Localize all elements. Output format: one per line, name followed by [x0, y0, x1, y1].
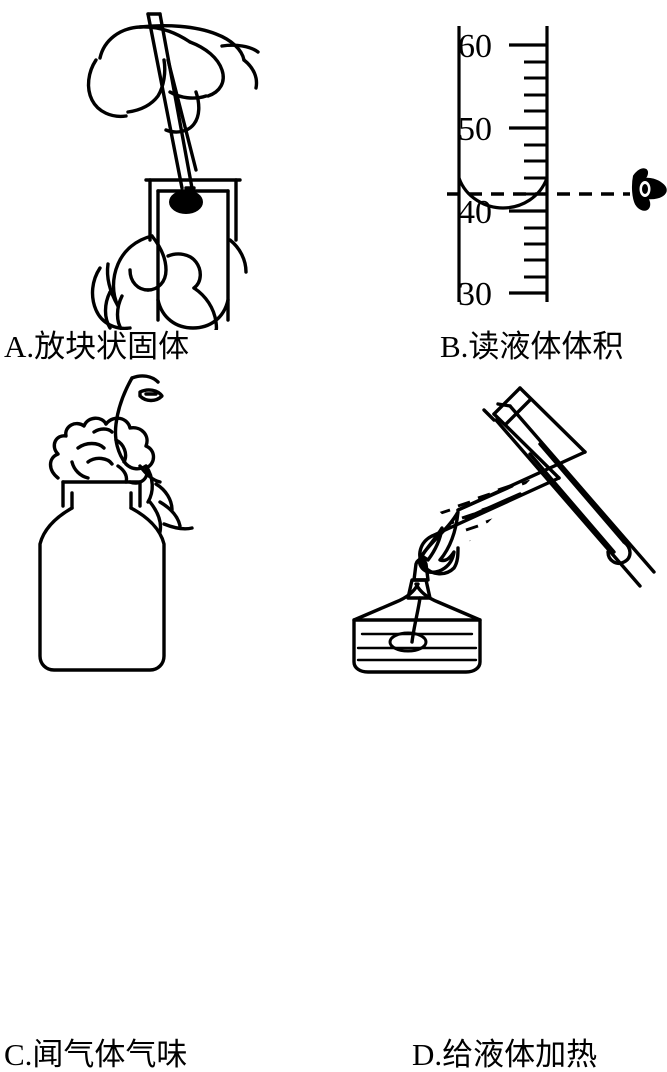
lower-hand-finger-1-inner: [128, 268, 150, 292]
clamp-notch-1: [496, 402, 512, 408]
gas-inner-2: [86, 456, 114, 466]
lower-hand-crease-2: [115, 294, 124, 330]
panel-a-illustration: [86, 12, 260, 330]
hand-palm-edge: [162, 522, 194, 531]
gas-inner-1: [76, 441, 106, 450]
lower-hand-thumb: [111, 234, 154, 308]
scale-label-40: 40: [458, 194, 492, 231]
clamp-arm-inner-top: [538, 442, 626, 544]
flame-outer: [417, 510, 460, 574]
eye-icon: [631, 168, 667, 211]
eye-outline: [138, 388, 164, 403]
finger-edge-right: [242, 58, 259, 90]
cylinder-minor-ticks: [524, 60, 547, 279]
hand-thumb-base: [86, 58, 128, 119]
lower-hand-palm-left: [90, 266, 132, 330]
clamp-notch-2: [482, 408, 496, 422]
scale-label-50: 50: [458, 111, 492, 148]
tube-body-lower-edge: [430, 476, 561, 538]
tube-mouth-edge: [492, 386, 522, 416]
bottle-body-outline: [38, 506, 166, 672]
lower-hand-finger-2: [166, 252, 202, 290]
face-forehead-nose-bridge: [113, 376, 134, 466]
lamp-body-outline: [352, 582, 482, 674]
hand-finger-4: [148, 500, 163, 534]
finger-knuckle-2: [168, 90, 208, 100]
clamp-arm-outer-bottom: [494, 418, 642, 588]
panel-d-illustration: [352, 386, 656, 674]
tube-bottom-round: [418, 534, 460, 576]
panel-d-label: D.给液体加热: [412, 1037, 598, 1072]
hand-finger-3: [158, 500, 182, 528]
hand-finger-1: [144, 464, 154, 504]
tube-wall-upper: [518, 386, 587, 454]
lamp-wick: [410, 596, 422, 644]
index-finger-outline: [126, 58, 167, 114]
gas-inner-3: [70, 460, 90, 480]
scale-label-60: 60: [458, 28, 492, 65]
panel-c-smell-gas-odor: C.闻气体气味: [0, 366, 333, 1072]
panel-b-read-liquid-volume: 60 50 40 30 B.读液体体积: [334, 0, 667, 366]
panel-c-label: C.闻气体气味: [4, 1037, 188, 1072]
tweezers-arm-inner: [166, 58, 198, 172]
hand-finger-2: [154, 482, 174, 512]
lower-hand-finger-3: [192, 286, 219, 330]
cylinder-major-ticks: [509, 43, 547, 295]
tweezers-arm-right: [158, 12, 194, 190]
panel-a-place-block-solid: A.放块状固体: [0, 0, 333, 366]
panel-b-illustration: 60 50 40 30: [447, 26, 667, 313]
clamp-arm-outer-top: [508, 404, 656, 574]
gas-wisp-left: [48, 416, 108, 480]
finger-edge-upper: [220, 43, 260, 54]
finger-knuckle-1: [188, 40, 225, 98]
lamp-wick-bulb: [388, 631, 428, 653]
lamp-wick-holder: [412, 557, 430, 582]
nose-tip: [124, 462, 148, 471]
liquid-surface-edge-1: [456, 484, 514, 512]
lower-hand-crease-1: [103, 290, 112, 330]
clamp-arm-inner-bottom: [528, 452, 616, 554]
face-hairline: [130, 374, 160, 384]
tube-rim-inner: [504, 398, 532, 426]
clamp-grip-loop: [606, 540, 632, 565]
gas-wisp-right: [104, 416, 156, 485]
scale-label-30: 30: [458, 276, 492, 313]
lower-hand-finger-1: [146, 234, 168, 292]
lower-hand-edge-right: [228, 238, 248, 274]
hand-back-outline: [98, 25, 192, 60]
finger-tip-curl: [164, 90, 201, 134]
flame-inner: [420, 526, 444, 562]
panel-d-heat-liquid: D.给液体加热: [334, 366, 667, 1072]
panel-b-label: B.读液体体积: [440, 329, 624, 364]
gas-inner-5: [116, 464, 129, 484]
tweezers-arm-left: [146, 12, 184, 190]
panel-a-label: A.放块状固体: [4, 329, 190, 364]
gas-inner-6: [92, 427, 114, 434]
panel-c-illustration: [38, 374, 194, 672]
block-solid: [169, 190, 203, 214]
test-tube-bottom: [156, 298, 230, 330]
lower-hand-thumb-inner: [105, 262, 120, 308]
